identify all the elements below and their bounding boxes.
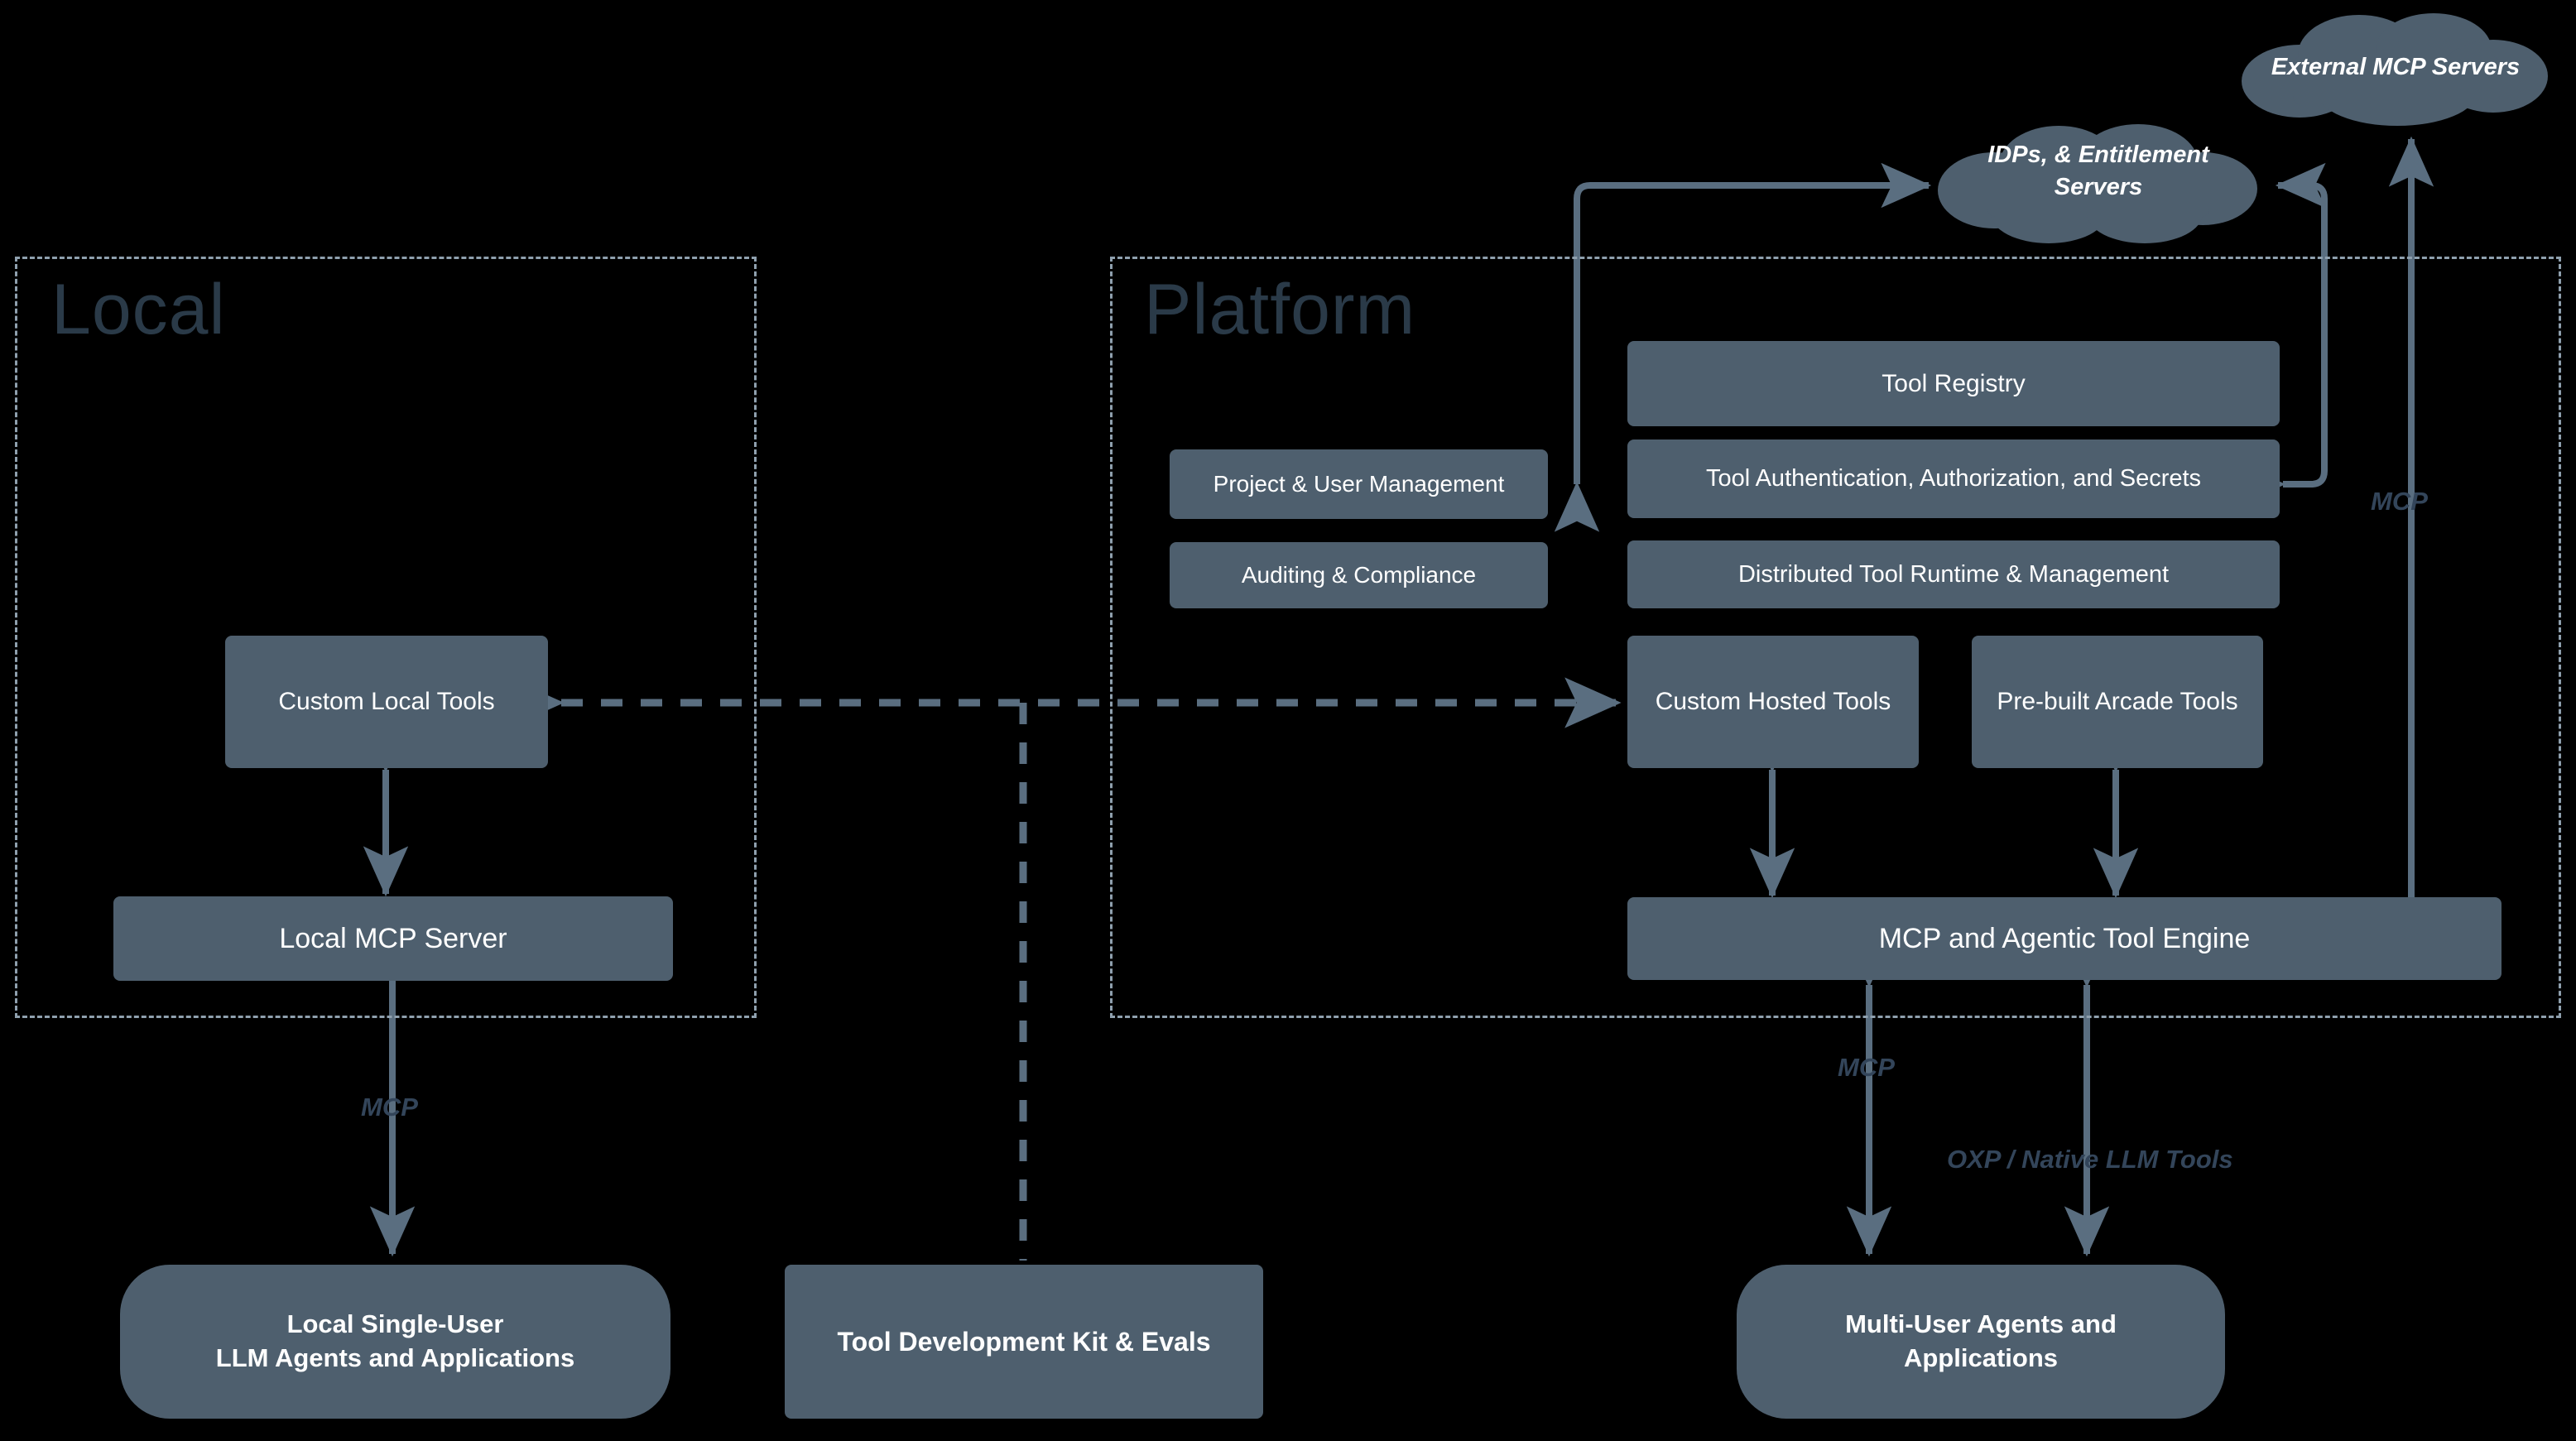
edge-projectusers-idps bbox=[1554, 162, 1932, 532]
edge-label-mcp-multiuser: MCP bbox=[1838, 1053, 1895, 1082]
cloud-external-mcp-servers bbox=[2242, 13, 2548, 126]
cloud-idps-entitlement-servers bbox=[1938, 124, 2257, 243]
region-local-title: Local bbox=[51, 270, 226, 349]
node-custom-hosted-tools[interactable]: Custom Hosted Tools bbox=[1627, 636, 1919, 768]
node-tool-auth-authorization-secrets[interactable]: Tool Authentication, Authorization, and … bbox=[1627, 440, 2280, 518]
node-local-mcp-server[interactable]: Local MCP Server bbox=[113, 896, 673, 981]
region-local bbox=[15, 257, 757, 1018]
node-project-user-management[interactable]: Project & User Management bbox=[1170, 449, 1548, 519]
node-distributed-tool-runtime[interactable]: Distributed Tool Runtime & Management bbox=[1627, 540, 2280, 608]
node-tool-development-kit-evals[interactable]: Tool Development Kit & Evals bbox=[785, 1265, 1263, 1419]
region-platform bbox=[1110, 257, 2561, 1018]
edge-label-mcp-local: MCP bbox=[361, 1093, 418, 1122]
node-custom-local-tools[interactable]: Custom Local Tools bbox=[225, 636, 548, 768]
region-platform-title: Platform bbox=[1144, 270, 1416, 349]
edge-toolauth-idps bbox=[2235, 162, 2328, 507]
node-auditing-compliance[interactable]: Auditing & Compliance bbox=[1170, 542, 1548, 608]
node-pre-built-arcade-tools[interactable]: Pre-built Arcade Tools bbox=[1972, 636, 2263, 768]
edge-label-mcp-external: MCP bbox=[2371, 487, 2428, 516]
node-mcp-agentic-tool-engine[interactable]: MCP and Agentic Tool Engine bbox=[1627, 897, 2502, 980]
node-tool-registry[interactable]: Tool Registry bbox=[1627, 341, 2280, 426]
edge-label-oxp-native-llm-tools: OXP / Native LLM Tools bbox=[1947, 1145, 2233, 1174]
